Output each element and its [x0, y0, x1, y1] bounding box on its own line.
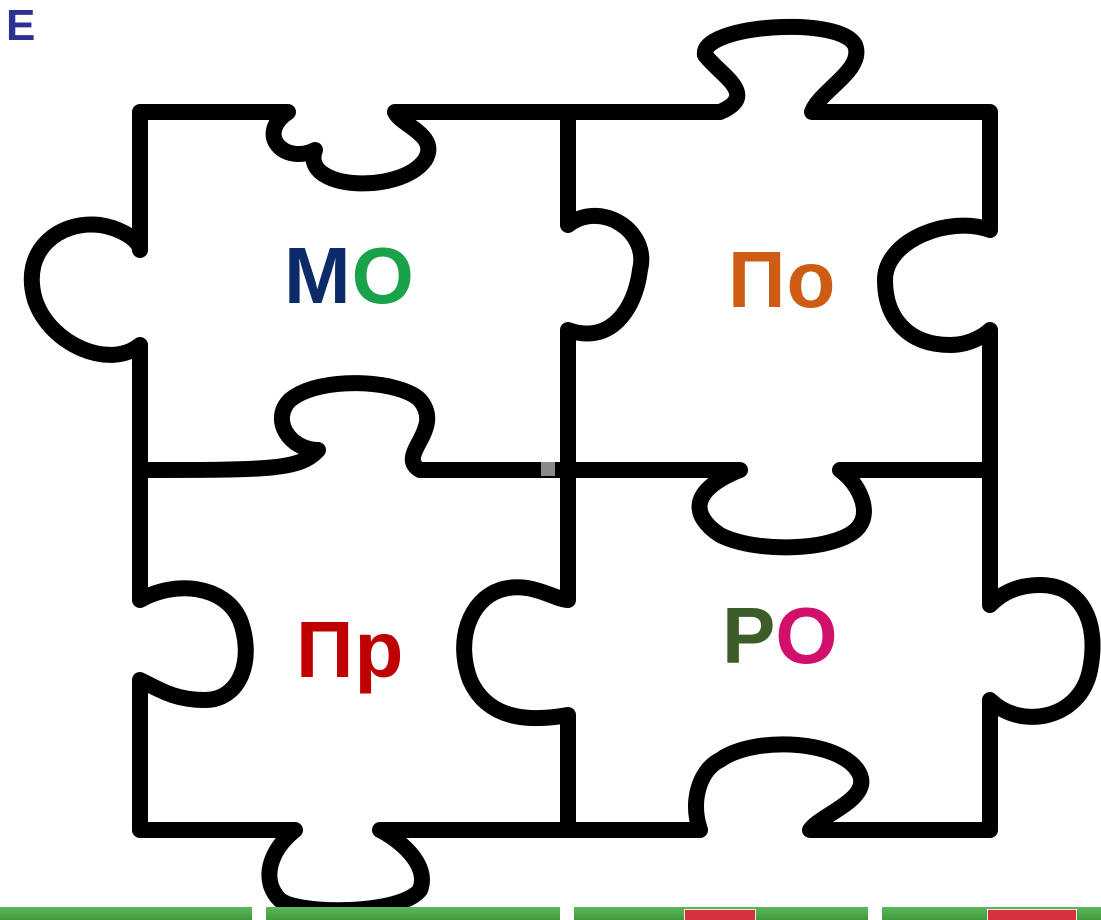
slide-thumbnail-4[interactable]: [882, 907, 1101, 920]
label-po: По: [728, 235, 837, 324]
label-pr: Пр: [296, 605, 405, 694]
puzzle-piece-ro-outline: [560, 462, 1101, 838]
thumbnail-red-banner: [684, 909, 756, 920]
label-ro-first: Р: [722, 591, 776, 680]
puzzle-piece-mo-outline: [23, 104, 650, 478]
puzzle-piece-po-outline: [560, 18, 998, 556]
slide-thumbnail-1[interactable]: [0, 907, 252, 920]
corner-letter: Е: [6, 1, 36, 50]
label-mo-first: М: [284, 231, 352, 320]
slide-thumbnail-2[interactable]: [266, 907, 560, 920]
label-mo-second: О: [351, 231, 415, 320]
slide-thumbnail-3[interactable]: [574, 907, 868, 920]
thumbnail-red-banner: [987, 909, 1077, 920]
label-mo: МО: [284, 236, 415, 316]
label-ro: РО: [722, 596, 839, 676]
junction-marker: [541, 462, 555, 476]
label-ro-second: О: [775, 591, 839, 680]
